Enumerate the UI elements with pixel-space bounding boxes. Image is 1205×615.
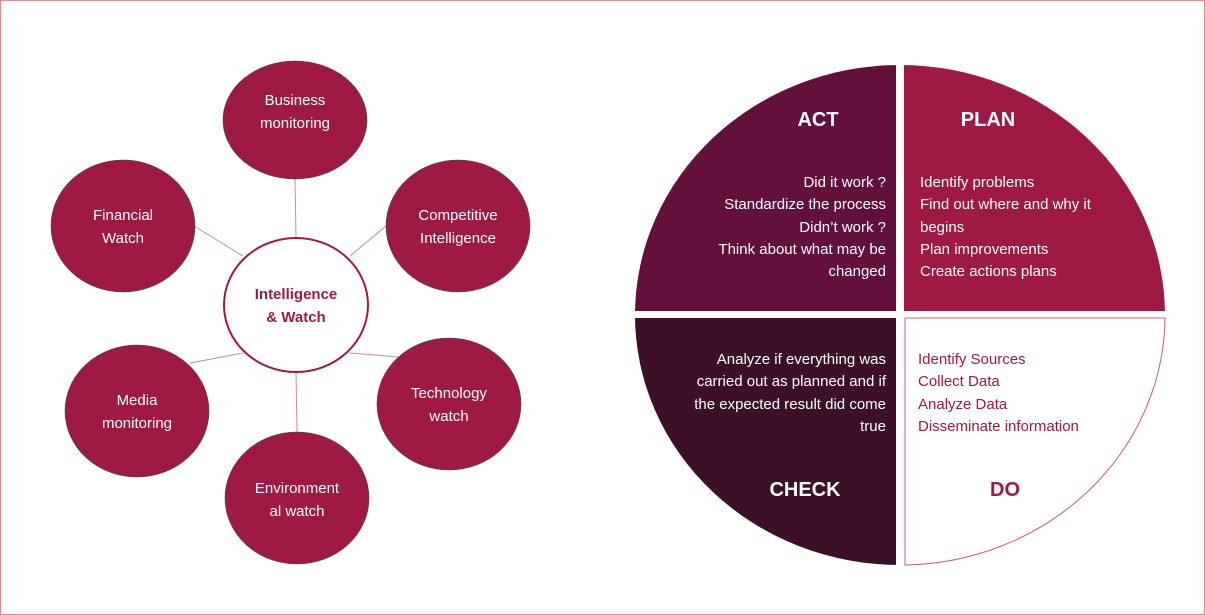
connector-business [294,177,297,239]
label-line: monitoring [101,415,173,432]
label-line: watch [429,408,469,425]
act-line: Didn’t work ? [799,218,886,236]
node-center [223,237,369,373]
label-line: Watch [102,230,144,247]
act-text: Did it work ? Standardize the process Di… [718,172,886,283]
label-line: Financial [92,207,154,224]
act-line: Think about what may be [718,240,886,258]
label-line: al watch [269,503,325,520]
label-line: Technology [411,385,487,402]
act-line: Did it work ? [803,174,886,191]
label-line: Intelligence [254,286,338,303]
label-media: Media monitoring [62,389,212,435]
label-environmental: Environment al watch [222,477,372,523]
do-title: DO [990,479,1020,501]
label-center: Intelligence & Watch [221,283,371,329]
do-text: Identify Sources Collect Data Analyze Da… [918,349,1079,438]
label-line: Environment [254,480,340,497]
connector-media [189,352,244,364]
check-line: Analyze if everything was [716,351,886,368]
do-line: Identify Sources [918,351,1026,368]
check-text: Analyze if everything was carried out as… [694,349,886,438]
check-line: true [860,417,886,435]
label-financial: Financial Watch [48,204,198,250]
check-line: carried out as planned and if [696,373,886,391]
plan-line: Plan improvements [920,240,1049,258]
act-title: ACT [797,109,839,131]
label-technology: Technology watch [374,382,524,428]
connector-competitive [349,225,387,257]
quadrant-do [904,317,1166,566]
plan-line: Identify problems [920,174,1035,191]
node-media [64,344,210,478]
act-line: changed [828,263,886,281]
do-line: Collect Data [918,373,1000,391]
label-line: Competitive [418,207,498,224]
connector-financial [193,225,244,257]
label-line: & Watch [266,309,326,326]
label-line: Intelligence [420,230,496,247]
connectors [189,177,399,433]
node-business [222,60,368,180]
node-competitive [385,159,531,293]
check-line: the expected result did come [694,395,886,413]
connector-environmental [295,371,298,433]
act-line: Standardize the process [724,196,886,214]
node-technology [376,337,522,471]
do-line: Disseminate information [918,417,1079,435]
node-environmental [224,431,370,565]
node-financial [50,159,196,293]
plan-line: Find out where and why it [920,196,1091,214]
plan-line: begins [920,218,965,236]
plan-text: Identify problems Find out where and why… [920,172,1091,283]
plan-line: Create actions plans [920,263,1057,281]
check-title: CHECK [769,479,841,501]
do-line: Analyze Data [918,395,1008,413]
plan-title: PLAN [960,109,1016,131]
label-line: Business [264,92,326,109]
label-competitive: Competitive Intelligence [383,204,533,250]
label-business: Business monitoring [220,89,370,135]
label-line: monitoring [259,115,331,132]
connector-technology [349,352,399,358]
label-line: Media [116,392,158,409]
